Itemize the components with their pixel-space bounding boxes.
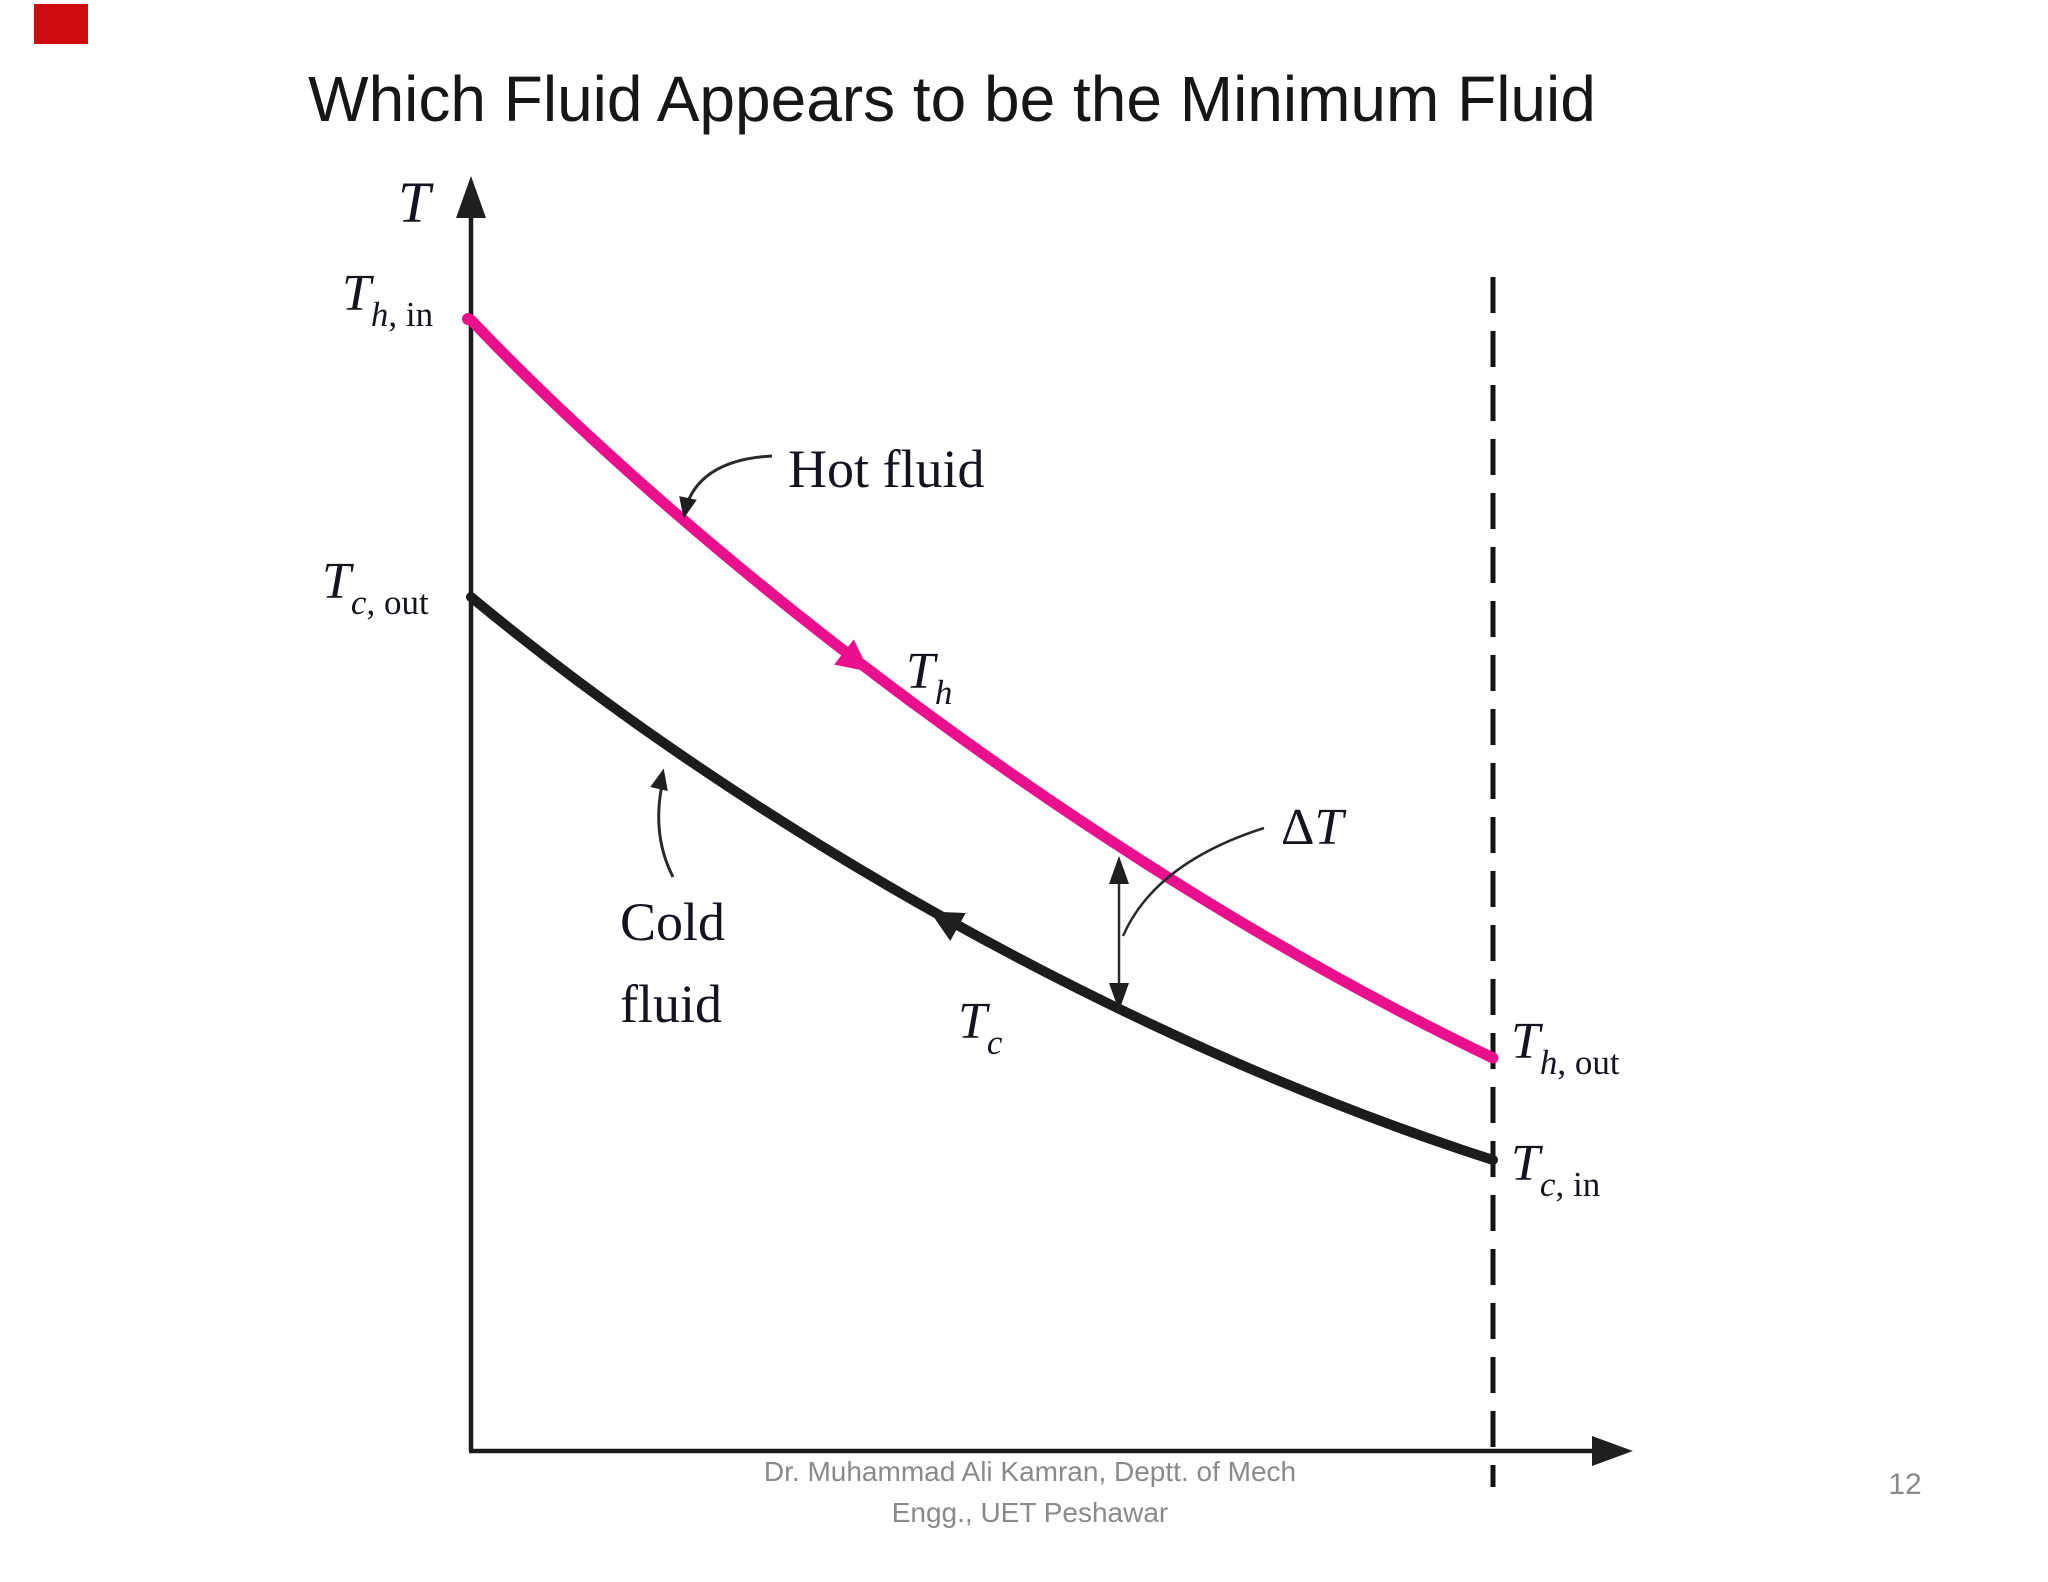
label-th-in: Th, in: [342, 265, 433, 334]
label-th-out: Th, out: [1511, 1013, 1620, 1082]
label-tc: Tc: [958, 993, 1003, 1062]
cold-fluid-curve: [466, 592, 1498, 1165]
page-title: Which Fluid Appears to be the Minimum Fl…: [308, 63, 1596, 135]
x-axis-arrow-icon: [1592, 1436, 1633, 1466]
delta-t-arrow-down-icon: [1109, 983, 1129, 1011]
footer-line2: Engg., UET Peshawar: [891, 1496, 1169, 1528]
hot-curve-start-dot: [462, 313, 474, 325]
label-delta-t: ΔT: [1281, 799, 1346, 856]
delta-t-leader-line: [1121, 826, 1265, 937]
hot-fluid-leader-line: [682, 454, 773, 515]
hot-fluid-leader-arrow-icon: [679, 496, 697, 519]
cold-fluid-leader-line: [657, 775, 675, 878]
y-axis-label: T: [398, 170, 434, 235]
label-cold-fluid-line2: fluid: [620, 974, 722, 1034]
footer-line1: Dr. Muhammad Ali Kamran, Deptt. of Mech: [763, 1456, 1297, 1487]
label-th: Th: [906, 643, 952, 712]
hot-fluid-curve: [465, 314, 1499, 1064]
delta-t-arrow-up-icon: [1109, 856, 1129, 884]
page-number: 12: [1888, 1468, 1922, 1501]
label-cold-fluid-line1: Cold: [620, 892, 725, 952]
label-hot-fluid: Hot fluid: [788, 439, 985, 499]
cold-flow-arrow-icon: [930, 911, 966, 941]
label-tc-out: Tc, out: [322, 553, 429, 622]
y-axis-arrow-icon: [456, 176, 486, 218]
accent-bar: [34, 4, 88, 44]
label-tc-in: Tc, in: [1511, 1135, 1600, 1204]
hot-flow-arrow-icon: [834, 639, 870, 672]
footer: Dr. Muhammad Ali Kamran, Deptt. of Mech …: [530, 1452, 1530, 1533]
cold-fluid-leader-arrow-icon: [650, 768, 668, 792]
